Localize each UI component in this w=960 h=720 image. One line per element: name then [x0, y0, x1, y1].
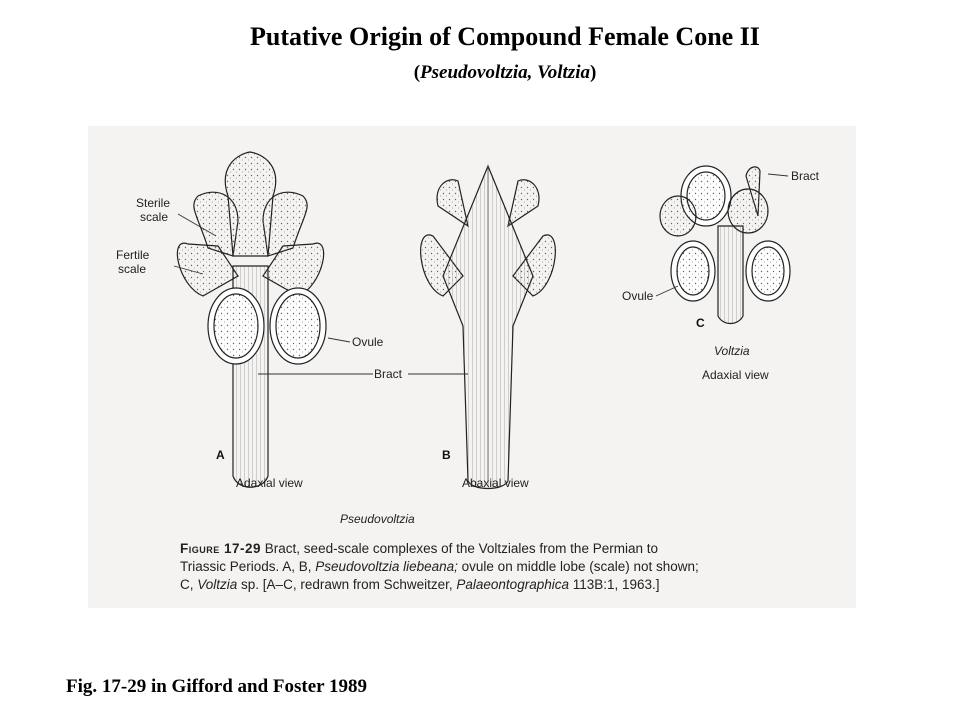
slide-subtitle: (Pseudovoltzia, Voltzia)	[0, 62, 960, 84]
panel-a-view: Adaxial view	[236, 476, 303, 490]
caption-figure-label: Figure 17-29	[180, 541, 262, 556]
caption-line-3a: C,	[180, 577, 198, 592]
panel-c-view: Adaxial view	[702, 368, 769, 382]
panel-b-view: Abaxial view	[462, 476, 529, 490]
panel-a-drawing	[176, 151, 327, 488]
panel-b-drawing	[420, 164, 556, 490]
label-sterile-scale-1: Sterile	[136, 196, 171, 210]
figure-caption: Figure 17-29 Bract, seed-scale complexes…	[180, 540, 820, 594]
label-fertile-scale-2: scale	[118, 262, 147, 276]
caption-line-2a: Triassic Periods. A, B,	[180, 559, 316, 574]
panel-b-letter: B	[442, 448, 451, 462]
panel-c-genus: Voltzia	[714, 344, 750, 358]
genus-ab-label: Pseudovoltzia	[340, 512, 415, 526]
caption-line-2b: Pseudovoltzia liebeana;	[315, 559, 458, 574]
subtitle-close-paren: )	[589, 62, 597, 83]
label-sterile-scale-2: scale	[140, 210, 169, 224]
caption-line-2c: ovule on middle lobe (scale) not shown;	[457, 559, 699, 574]
botanical-figure: Sterile scale Fertile scale Ovule Bract …	[88, 126, 856, 608]
subtitle-taxa: Pseudovoltzia, Voltzia	[420, 62, 590, 83]
caption-line-3c: sp. [A–C, redrawn from Schweitzer,	[237, 577, 457, 592]
panel-c-drawing	[659, 165, 791, 325]
bract-seed-scale-drawing	[173, 151, 791, 490]
label-fertile-scale-1: Fertile	[116, 248, 150, 262]
leader-lines	[173, 173, 789, 375]
panel-c-letter: C	[696, 316, 705, 330]
caption-line-1: Bract, seed-scale complexes of the Voltz…	[264, 541, 658, 556]
caption-line-3e: 113B:1, 1963.]	[568, 577, 660, 592]
subtitle-open-paren: (	[413, 62, 421, 83]
figure-citation: Fig. 17-29 in Gifford and Foster 1989	[66, 676, 368, 697]
panel-a-letter: A	[216, 448, 225, 462]
label-ovule-ab: Ovule	[352, 335, 384, 349]
slide-title: Putative Origin of Compound Female Cone …	[250, 22, 760, 51]
caption-line-3b: Voltzia	[197, 577, 238, 592]
label-bract-ab: Bract	[374, 367, 403, 381]
label-ovule-c: Ovule	[622, 289, 654, 303]
label-bract-c: Bract	[791, 169, 820, 183]
caption-line-3d: Palaeontographica	[456, 577, 569, 592]
